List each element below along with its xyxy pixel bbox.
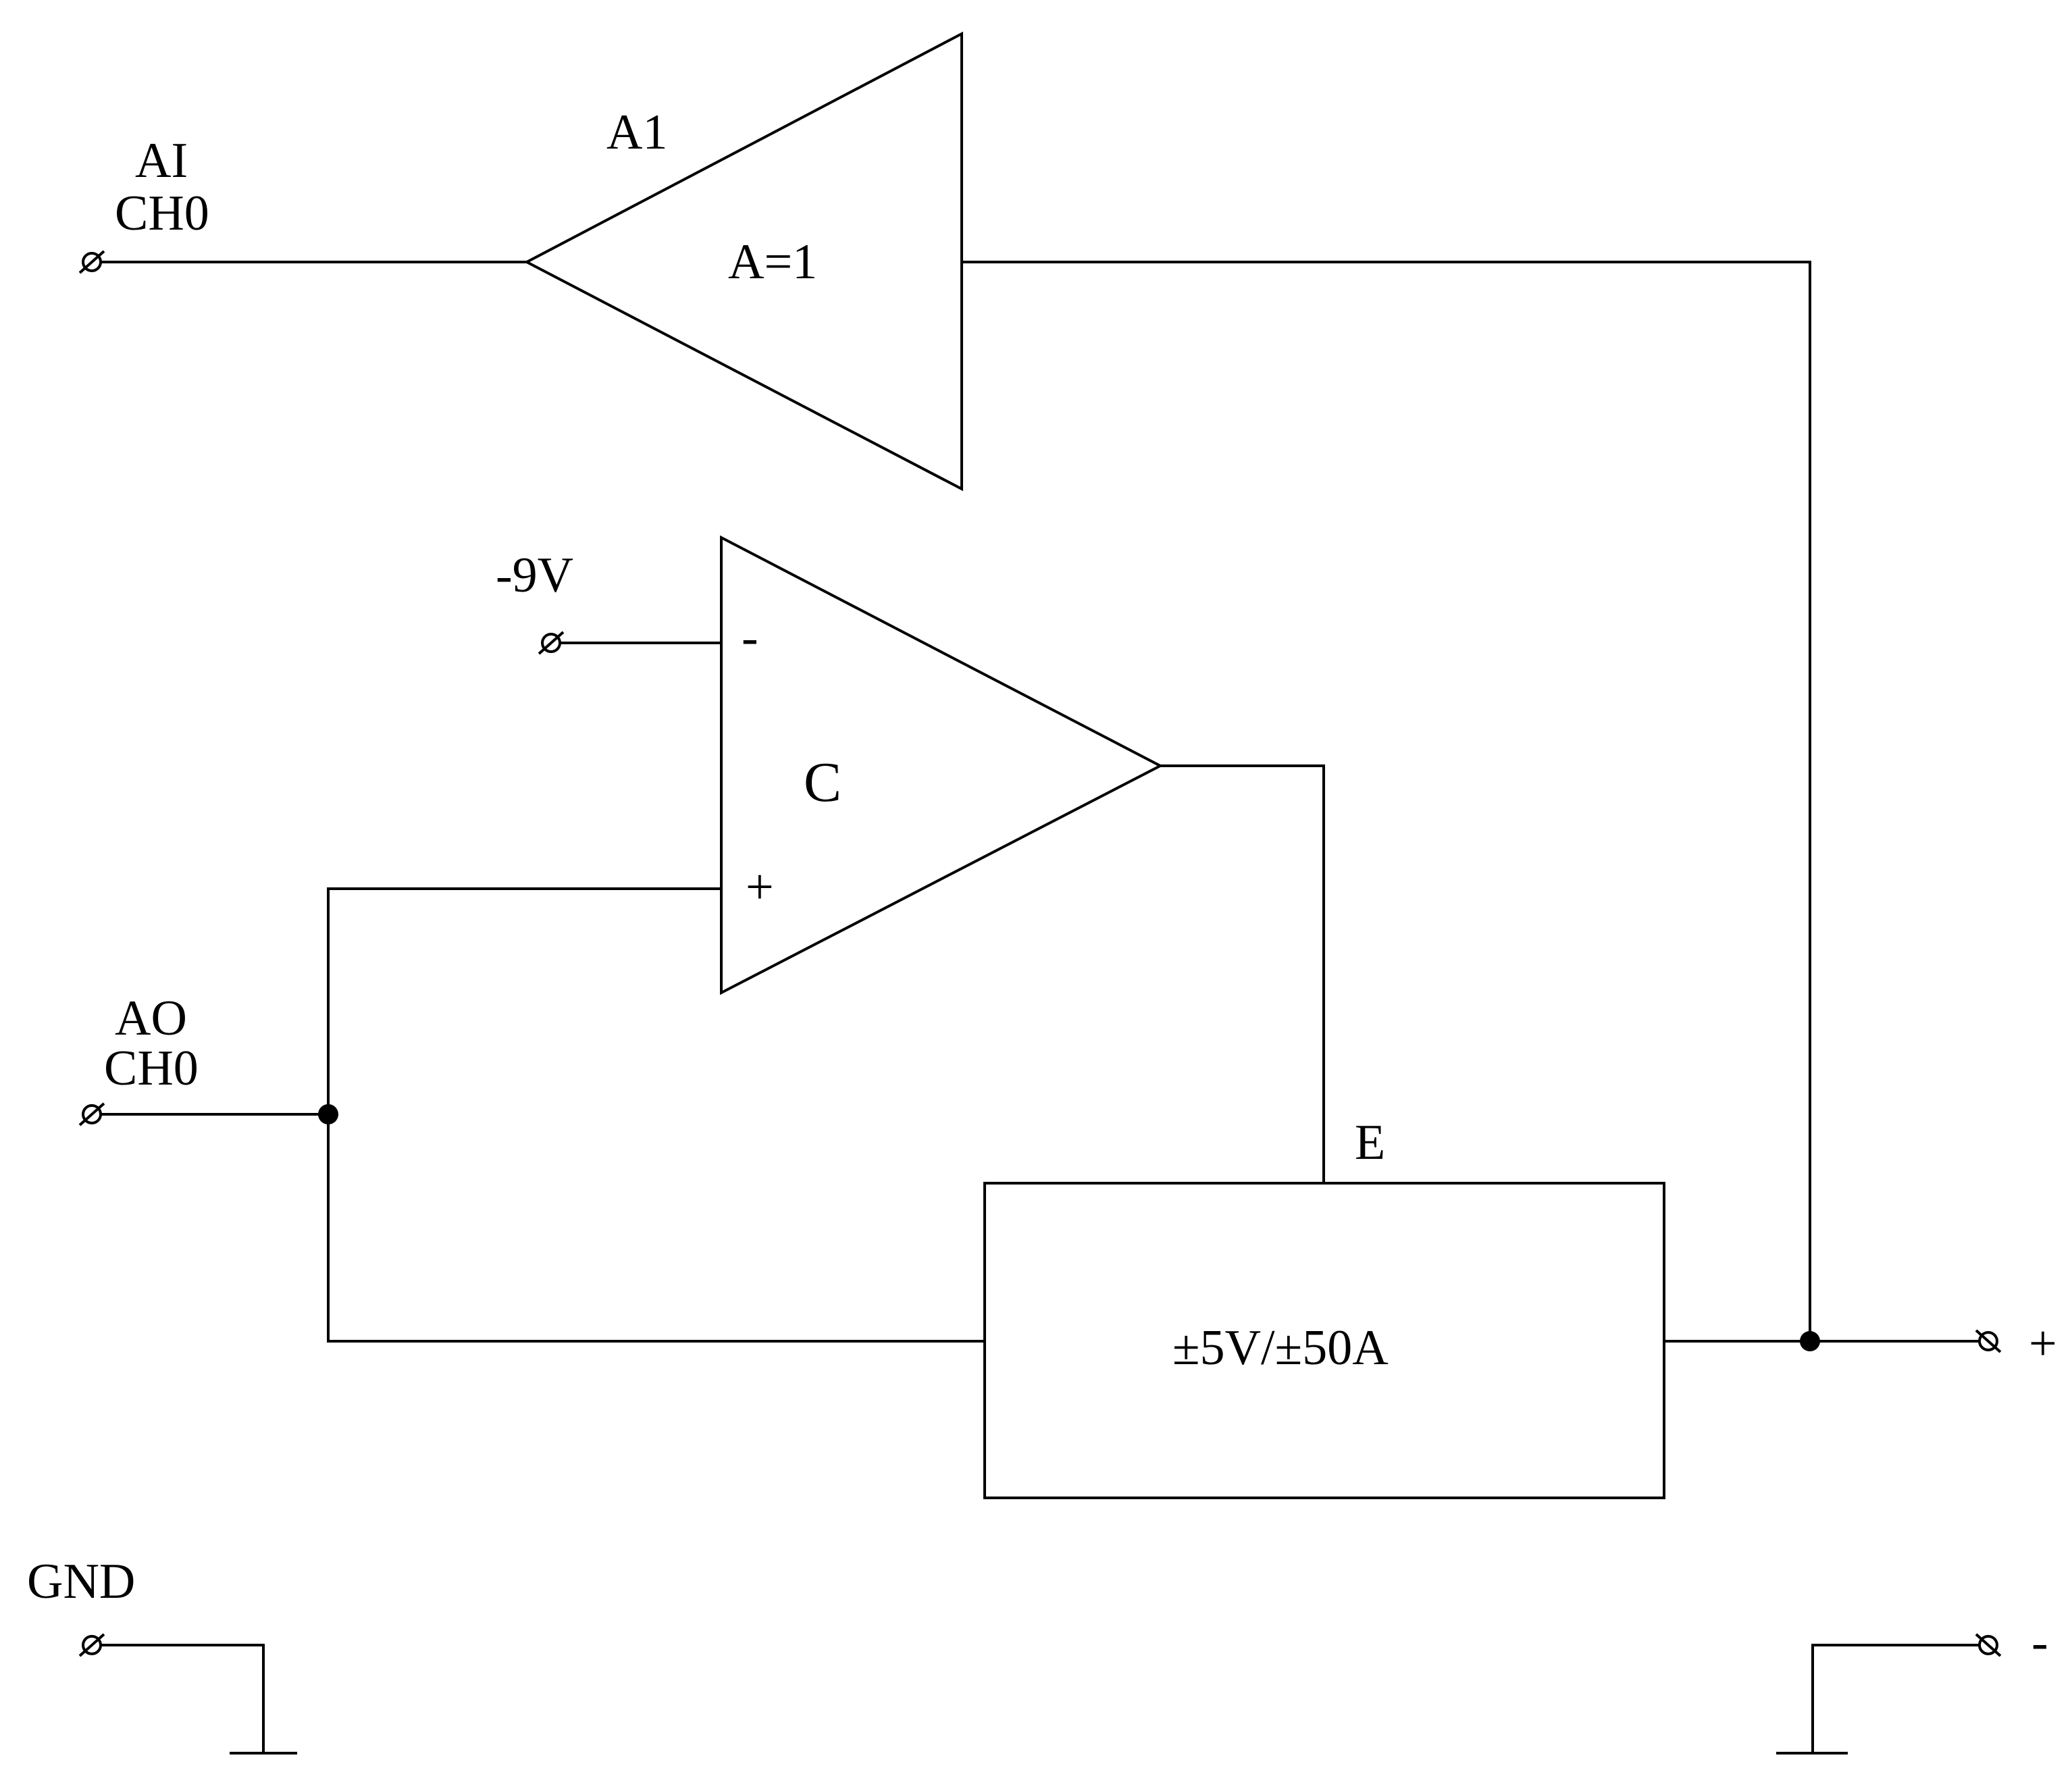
- terminal-ai-ch0-label-line1: AI: [135, 133, 188, 188]
- reference-neg9v-label: -9V: [496, 548, 573, 603]
- supply-enable-label: E: [1355, 1115, 1385, 1170]
- wire-a1-output-to-output-node: [962, 261, 1811, 1341]
- terminal-ai-ch0: [78, 250, 105, 274]
- terminal-ao-ch0: [78, 1102, 105, 1126]
- terminal-output-plus-label: +: [2029, 1316, 2057, 1372]
- terminal-ai-ch0-label-line2: CH0: [115, 186, 209, 241]
- buffer-a1-label: A1: [606, 105, 667, 160]
- terminal-ao-ch0-label-line2: CH0: [104, 1041, 199, 1096]
- wire-comparator-to-supply-enable: [1160, 764, 1325, 1183]
- wire-junction-to-supply-input: [327, 1114, 985, 1343]
- terminal-neg9v: [538, 631, 565, 655]
- power-supply-rating: ±5V/±50A: [1172, 1320, 1389, 1376]
- terminal-gnd: [78, 1633, 105, 1657]
- gnd-label: GND: [27, 1554, 135, 1609]
- terminal-output-plus: [1975, 1329, 2002, 1353]
- wire-ground-to-output-minus: [1811, 1644, 1980, 1753]
- terminal-output-minus-label: -: [2031, 1615, 2048, 1670]
- comparator-minus-sign: -: [742, 610, 758, 665]
- buffer-a1-gain-label: A=1: [728, 234, 817, 290]
- wire-gnd-to-ground-symbol: [101, 1644, 265, 1753]
- junction-dot-output: [1800, 1331, 1820, 1351]
- comparator-c-label: C: [804, 751, 841, 814]
- wire-junction-to-comparator-plus: [327, 887, 721, 1114]
- comparator-plus-sign: +: [746, 860, 774, 915]
- terminal-output-minus: [1975, 1633, 2002, 1657]
- comparator-c: [720, 535, 1164, 995]
- terminal-ao-ch0-label-line1: AO: [115, 991, 187, 1046]
